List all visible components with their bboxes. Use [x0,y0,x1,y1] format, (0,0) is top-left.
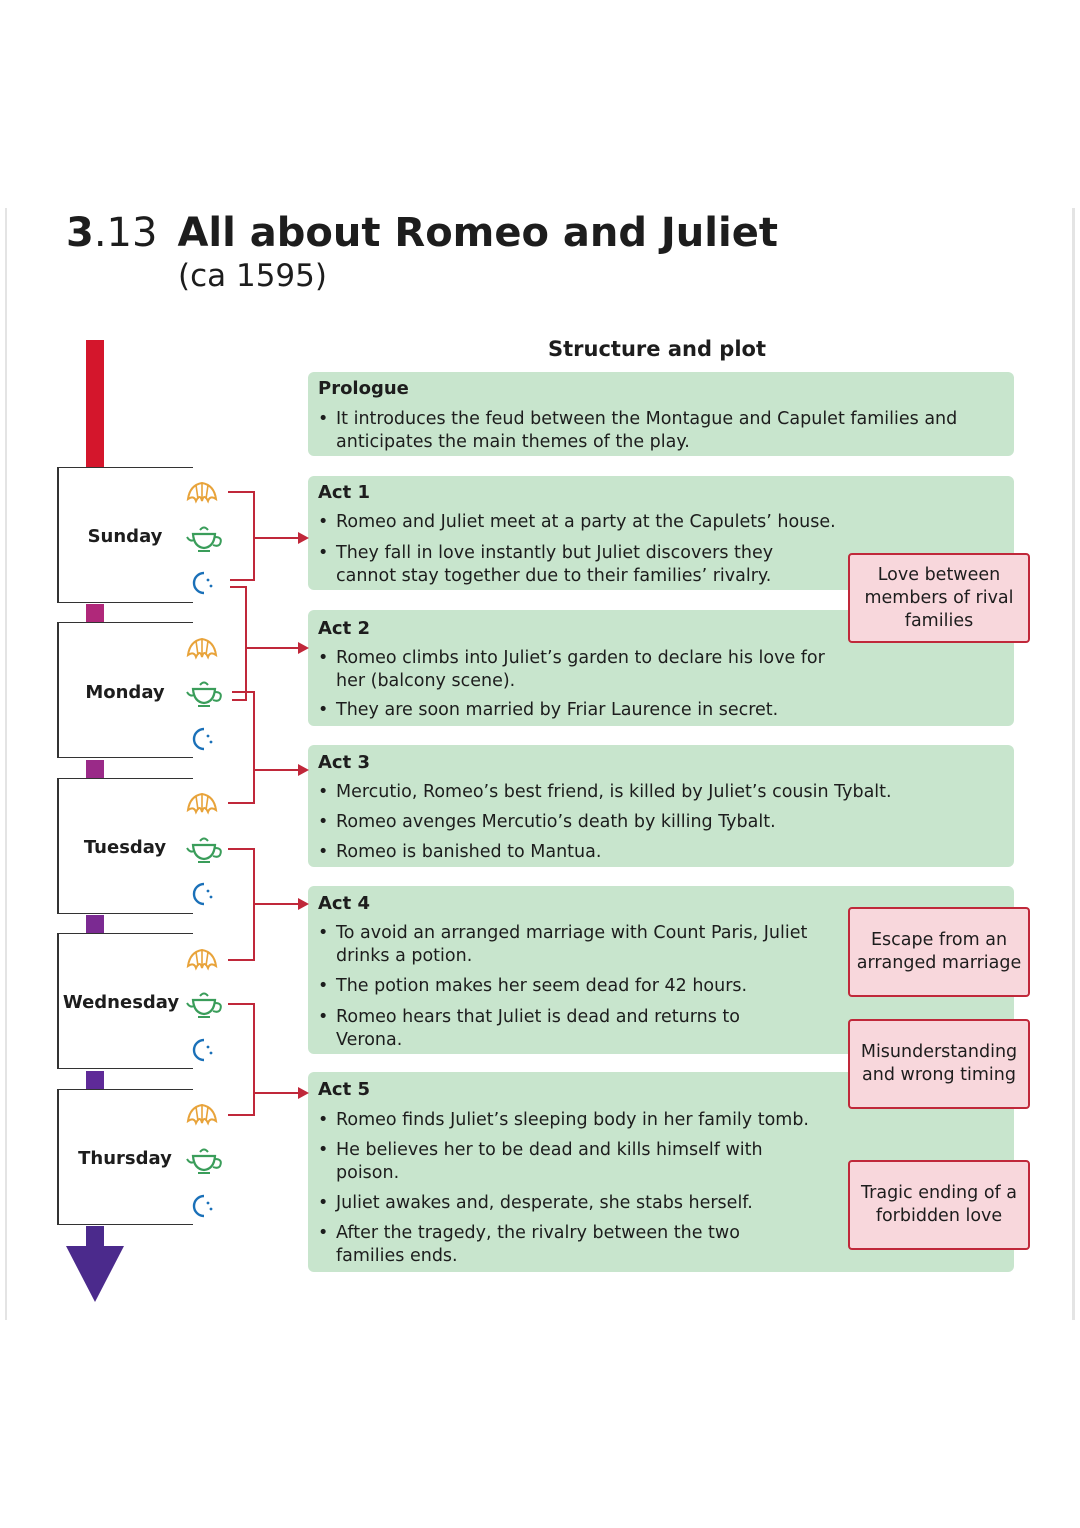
teacup-icon [185,1148,222,1175]
prologue-box: Prologue •It introduces the feud between… [308,372,1014,456]
teacup-icon [185,526,222,553]
theme-tag-arranged-marriage: Escape from an arranged marriage [848,907,1030,997]
croissant-icon [187,1104,217,1124]
moon-icon [192,1038,214,1062]
list-item: •Romeo is banished to Mantua. [318,842,602,862]
theme-tag-tragic-ending: Tragic ending of a forbidden love [848,1160,1030,1250]
list-item: •Juliet awakes and, desperate, she stabs… [318,1193,753,1213]
list-item: •It introduces the feud between the Mont… [318,409,958,452]
timeline-connector-2 [86,760,104,778]
timeline-connector-3 [86,915,104,933]
act4-title: Act 4 [318,893,370,914]
act2-title: Act 2 [318,618,370,639]
day-box-sunday [57,467,193,603]
list-item: •Romeo finds Juliet’s sleeping body in h… [318,1110,809,1130]
day-box-tuesday [57,778,193,914]
connector-arrowheads [298,532,309,1099]
croissant-icon [187,638,217,658]
section-number-minor: .13 [93,210,158,256]
timeline-connector-1 [86,604,104,622]
timeline-start-bar [86,340,104,468]
timeline-end-bar [86,1226,104,1248]
title-text: All about Romeo and Juliet [177,210,778,256]
timeline-end-arrow [66,1246,124,1302]
list-item: •To avoid an arranged marriage with Coun… [318,923,808,966]
frame-line-right [1072,208,1075,1320]
prologue-title: Prologue [318,378,409,399]
list-item: •Romeo climbs into Juliet’s garden to de… [318,648,825,691]
frame-line-left [5,208,7,1320]
croissant-icon [187,482,217,502]
act-connectors [228,491,300,1116]
act1-box: Act 1 •Romeo and Juliet meet at a party … [308,476,1014,590]
section-heading: Structure and plot [548,337,766,361]
day-box-monday [57,622,193,758]
theme-tag-rival-love: Love between members of rival families [848,553,1030,643]
day-label-wednesday: Wednesday [62,992,180,1013]
act1-title: Act 1 [318,482,370,503]
list-item: •They fall in love instantly but Juliet … [318,543,774,586]
section-number-major: 3 [66,210,94,256]
title-date: (ca 1595) [178,258,327,294]
day-label-monday: Monday [85,682,165,703]
timeline-connector-4 [86,1071,104,1089]
list-item: •The potion makes her seem dead for 42 h… [318,976,748,996]
theme-tag-misunderstanding: Misunderstanding and wrong timing [848,1019,1030,1109]
day-label-sunday: Sunday [87,526,163,547]
list-item: •Mercutio, Romeo’s best friend, is kille… [318,782,892,802]
page-title: 3.13 All about Romeo and Juliet [66,210,778,256]
day-label-thursday: Thursday [78,1148,172,1169]
day-box-wednesday [57,933,193,1069]
act3-box: Act 3 •Mercutio, Romeo’s best friend, is… [308,745,1014,867]
moon-icon [192,571,214,595]
day-label-tuesday: Tuesday [83,837,167,858]
croissant-icon [187,949,217,969]
act5-title: Act 5 [318,1079,370,1100]
act3-title: Act 3 [318,752,370,773]
list-item: •Romeo and Juliet meet at a party at the… [318,512,836,532]
croissant-icon [187,793,217,813]
list-item: •Romeo avenges Mercutio’s death by killi… [318,812,776,832]
teacup-icon [185,681,222,708]
teacup-icon [185,992,222,1019]
moon-icon [192,882,214,906]
list-item: •They are soon married by Friar Laurence… [318,700,779,720]
moon-icon [192,727,214,751]
teacup-icon [185,837,222,864]
list-item: •Romeo hears that Juliet is dead and ret… [318,1007,740,1050]
moon-icon [192,1194,214,1218]
list-item: •He believes her to be dead and kills hi… [318,1140,763,1183]
day-box-thursday [57,1089,193,1225]
list-item: •After the tragedy, the rivalry between … [318,1223,740,1266]
